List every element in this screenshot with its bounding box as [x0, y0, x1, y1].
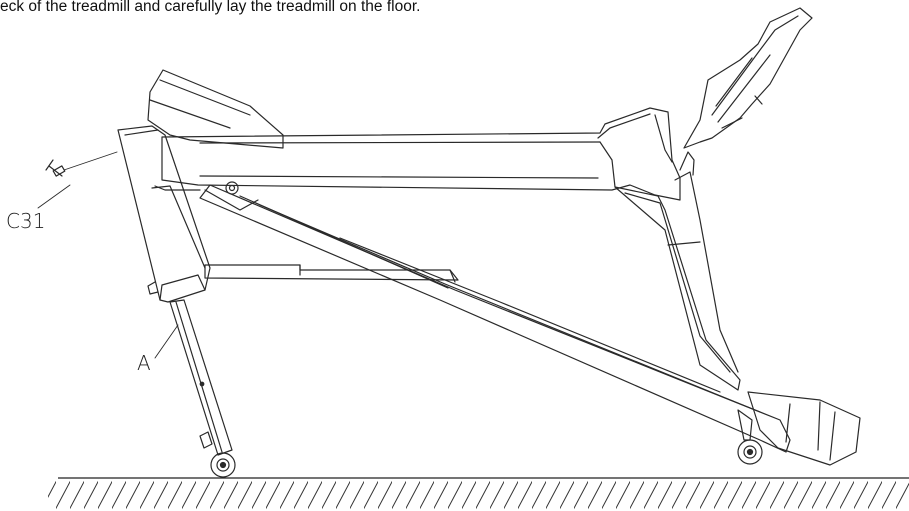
leader-line-a [154, 324, 179, 359]
lower-support-rail [204, 264, 459, 283]
instruction-caption: eck of the treadmill and carefully lay t… [0, 0, 421, 15]
rear-wheel [210, 452, 236, 478]
rear-upright-panel [117, 125, 211, 303]
front-end-cap [747, 391, 861, 466]
label-c31: C31 [6, 209, 45, 233]
motor-hood [147, 69, 284, 149]
upper-frame-rail [161, 107, 681, 201]
rear-leg [169, 299, 233, 456]
label-a: A [137, 351, 151, 375]
upright-column [614, 151, 741, 391]
screw-c31-part [45, 151, 118, 177]
front-wheel [737, 409, 763, 465]
deck [199, 184, 791, 453]
floor [48, 477, 909, 511]
rear-hinge [154, 181, 259, 211]
leader-line-c31 [37, 184, 71, 209]
console [683, 7, 813, 149]
